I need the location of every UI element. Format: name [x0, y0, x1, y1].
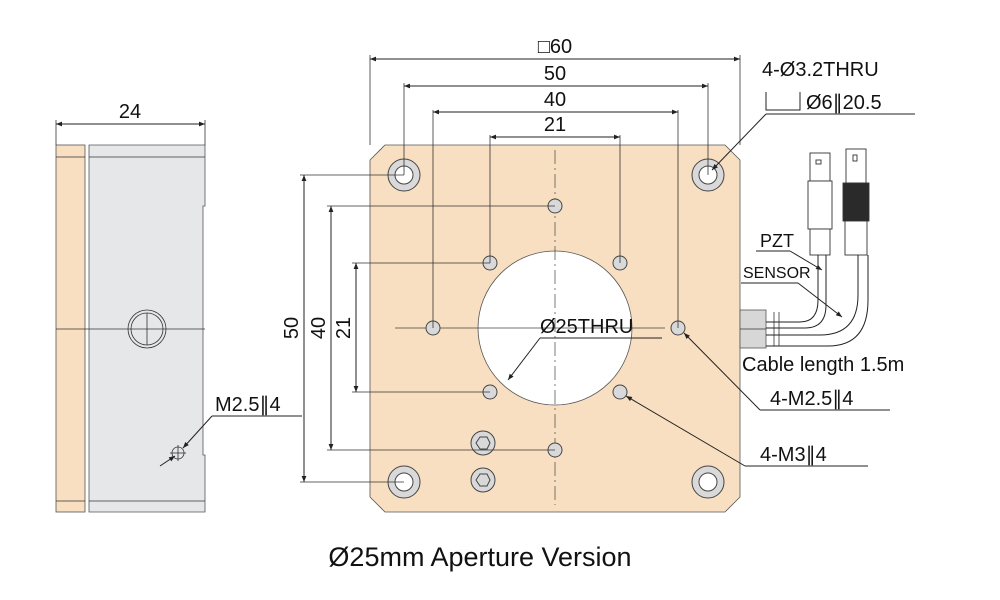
- pzt-label: PZT: [760, 231, 794, 251]
- side-width-dim: 24: [119, 101, 141, 123]
- sensor-label: SENSOR: [743, 265, 811, 282]
- outer-size-dim: □60: [538, 36, 572, 58]
- counterbore-icon: [765, 92, 801, 111]
- dim-21-v: 21: [333, 317, 355, 339]
- cables: PZT SENSOR Cable length 1.5m: [741, 148, 904, 376]
- caption: Ø25mm Aperture Version: [328, 542, 631, 572]
- dim-21-h: 21: [544, 114, 566, 136]
- hex-screws: [470, 430, 496, 493]
- dim-40-v: 40: [308, 317, 330, 339]
- side-plate-strip: [55, 144, 86, 513]
- side-tap-label: M2.5∥4: [215, 394, 281, 416]
- corner-holes-label: 4-Ø3.2THRU: [762, 59, 879, 81]
- pzt-connector-icon: [807, 152, 833, 256]
- dim-50-v: 50: [281, 317, 303, 339]
- counterbore-label: Ø6∥20.5: [806, 92, 882, 114]
- cable-length-label: Cable length 1.5m: [742, 354, 904, 376]
- m25-label: 4-M2.5∥4: [770, 388, 853, 410]
- m3-label: 4-M3∥4: [760, 444, 827, 466]
- aperture-label: Ø25THRU: [540, 316, 633, 338]
- dim-50-h: 50: [544, 63, 566, 85]
- side-view: M2.5∥4 24: [55, 101, 302, 513]
- sensor-connector-icon: [842, 148, 870, 256]
- top-view: □60 50 40 21 50 40 21 Ø25THRU 4-Ø3.2THRU…: [281, 36, 915, 513]
- dim-40-h: 40: [544, 89, 566, 111]
